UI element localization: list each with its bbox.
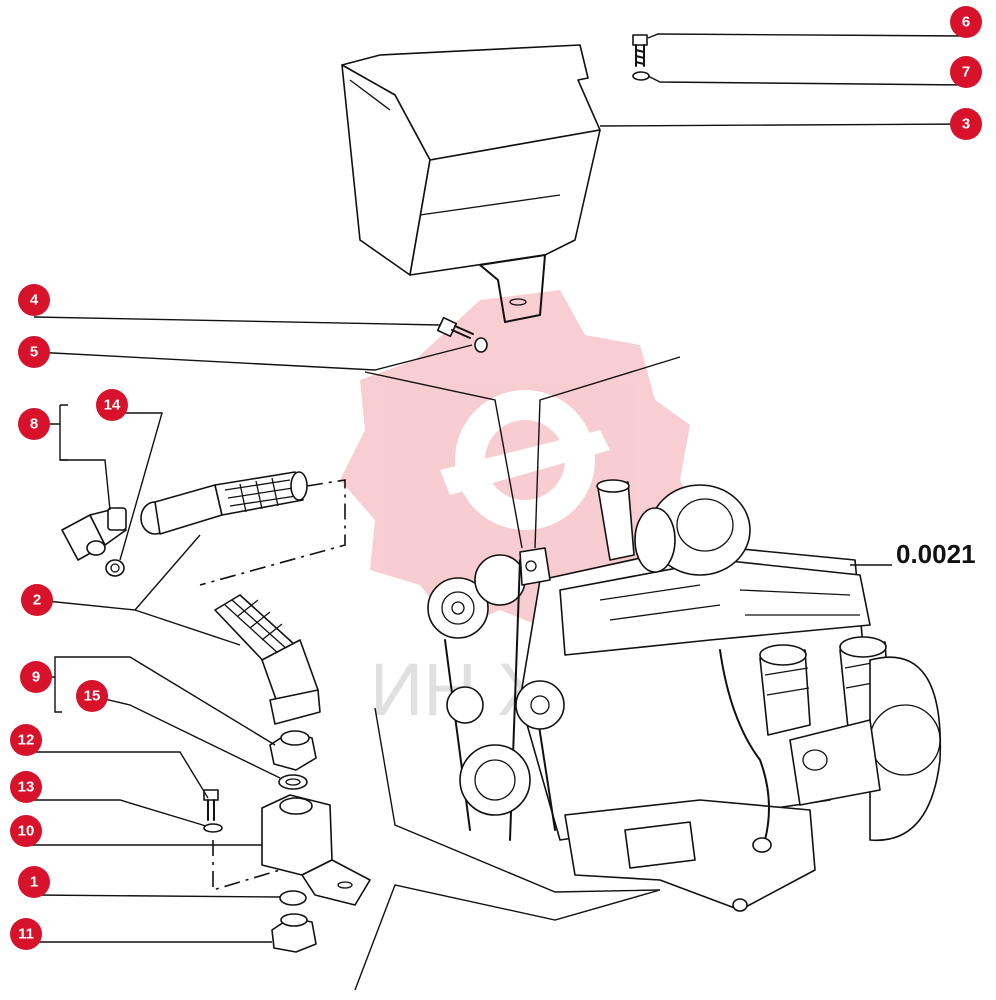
washer-15 xyxy=(278,774,308,790)
callout-3[interactable]: 3 xyxy=(950,108,982,140)
callout-11[interactable]: 11 xyxy=(10,918,42,950)
svg-text:11: 11 xyxy=(18,926,34,943)
svg-text:6: 6 xyxy=(962,14,970,31)
washer-7 xyxy=(632,71,650,81)
drawing-reference: 0.0021 xyxy=(896,539,976,569)
belt-guard-cover xyxy=(341,44,601,323)
callout-4[interactable]: 4 xyxy=(18,284,50,316)
washer-5 xyxy=(474,337,488,353)
svg-text:13: 13 xyxy=(18,779,35,796)
bracket-10 xyxy=(212,794,371,906)
svg-text:12: 12 xyxy=(18,732,35,749)
svg-text:7: 7 xyxy=(962,64,970,81)
callout-2[interactable]: 2 xyxy=(21,584,53,616)
svg-text:2: 2 xyxy=(33,592,41,609)
washer-1 xyxy=(279,890,307,906)
bolt-12 xyxy=(203,789,219,821)
callout-9[interactable]: 9 xyxy=(20,661,52,693)
callout-10[interactable]: 10 xyxy=(10,815,42,847)
callout-12[interactable]: 12 xyxy=(10,724,42,756)
callout-8[interactable]: 8 xyxy=(18,408,50,440)
seal-14 xyxy=(105,559,125,577)
svg-text:9: 9 xyxy=(32,669,40,686)
washer-13 xyxy=(203,823,223,833)
svg-text:4: 4 xyxy=(30,292,39,309)
engine-assembly xyxy=(427,479,942,912)
pointer-parts-to-engine xyxy=(354,707,661,991)
callout-6[interactable]: 6 xyxy=(950,6,982,38)
pointer-cover-to-engine xyxy=(364,356,681,549)
svg-text:15: 15 xyxy=(84,688,101,705)
svg-text:1: 1 xyxy=(30,874,38,891)
callout-5[interactable]: 5 xyxy=(18,336,50,368)
callout-leaders xyxy=(26,33,967,943)
callout-14[interactable]: 14 xyxy=(96,389,128,421)
callout-7[interactable]: 7 xyxy=(950,56,982,88)
bolt-4 xyxy=(436,316,474,339)
svg-text:8: 8 xyxy=(30,416,38,433)
svg-text:5: 5 xyxy=(30,344,38,361)
elbow-fitting-8 xyxy=(61,507,127,561)
svg-text:10: 10 xyxy=(18,823,35,840)
callout-1[interactable]: 1 xyxy=(18,866,50,898)
callout-13[interactable]: 13 xyxy=(10,771,42,803)
bolt-6 xyxy=(632,34,648,67)
hose-2 xyxy=(140,471,346,725)
svg-text:14: 14 xyxy=(104,397,121,414)
plug-11 xyxy=(271,913,317,953)
svg-text:3: 3 xyxy=(962,116,970,133)
callout-15[interactable]: 15 xyxy=(76,680,108,712)
union-fitting-9 xyxy=(269,730,317,771)
